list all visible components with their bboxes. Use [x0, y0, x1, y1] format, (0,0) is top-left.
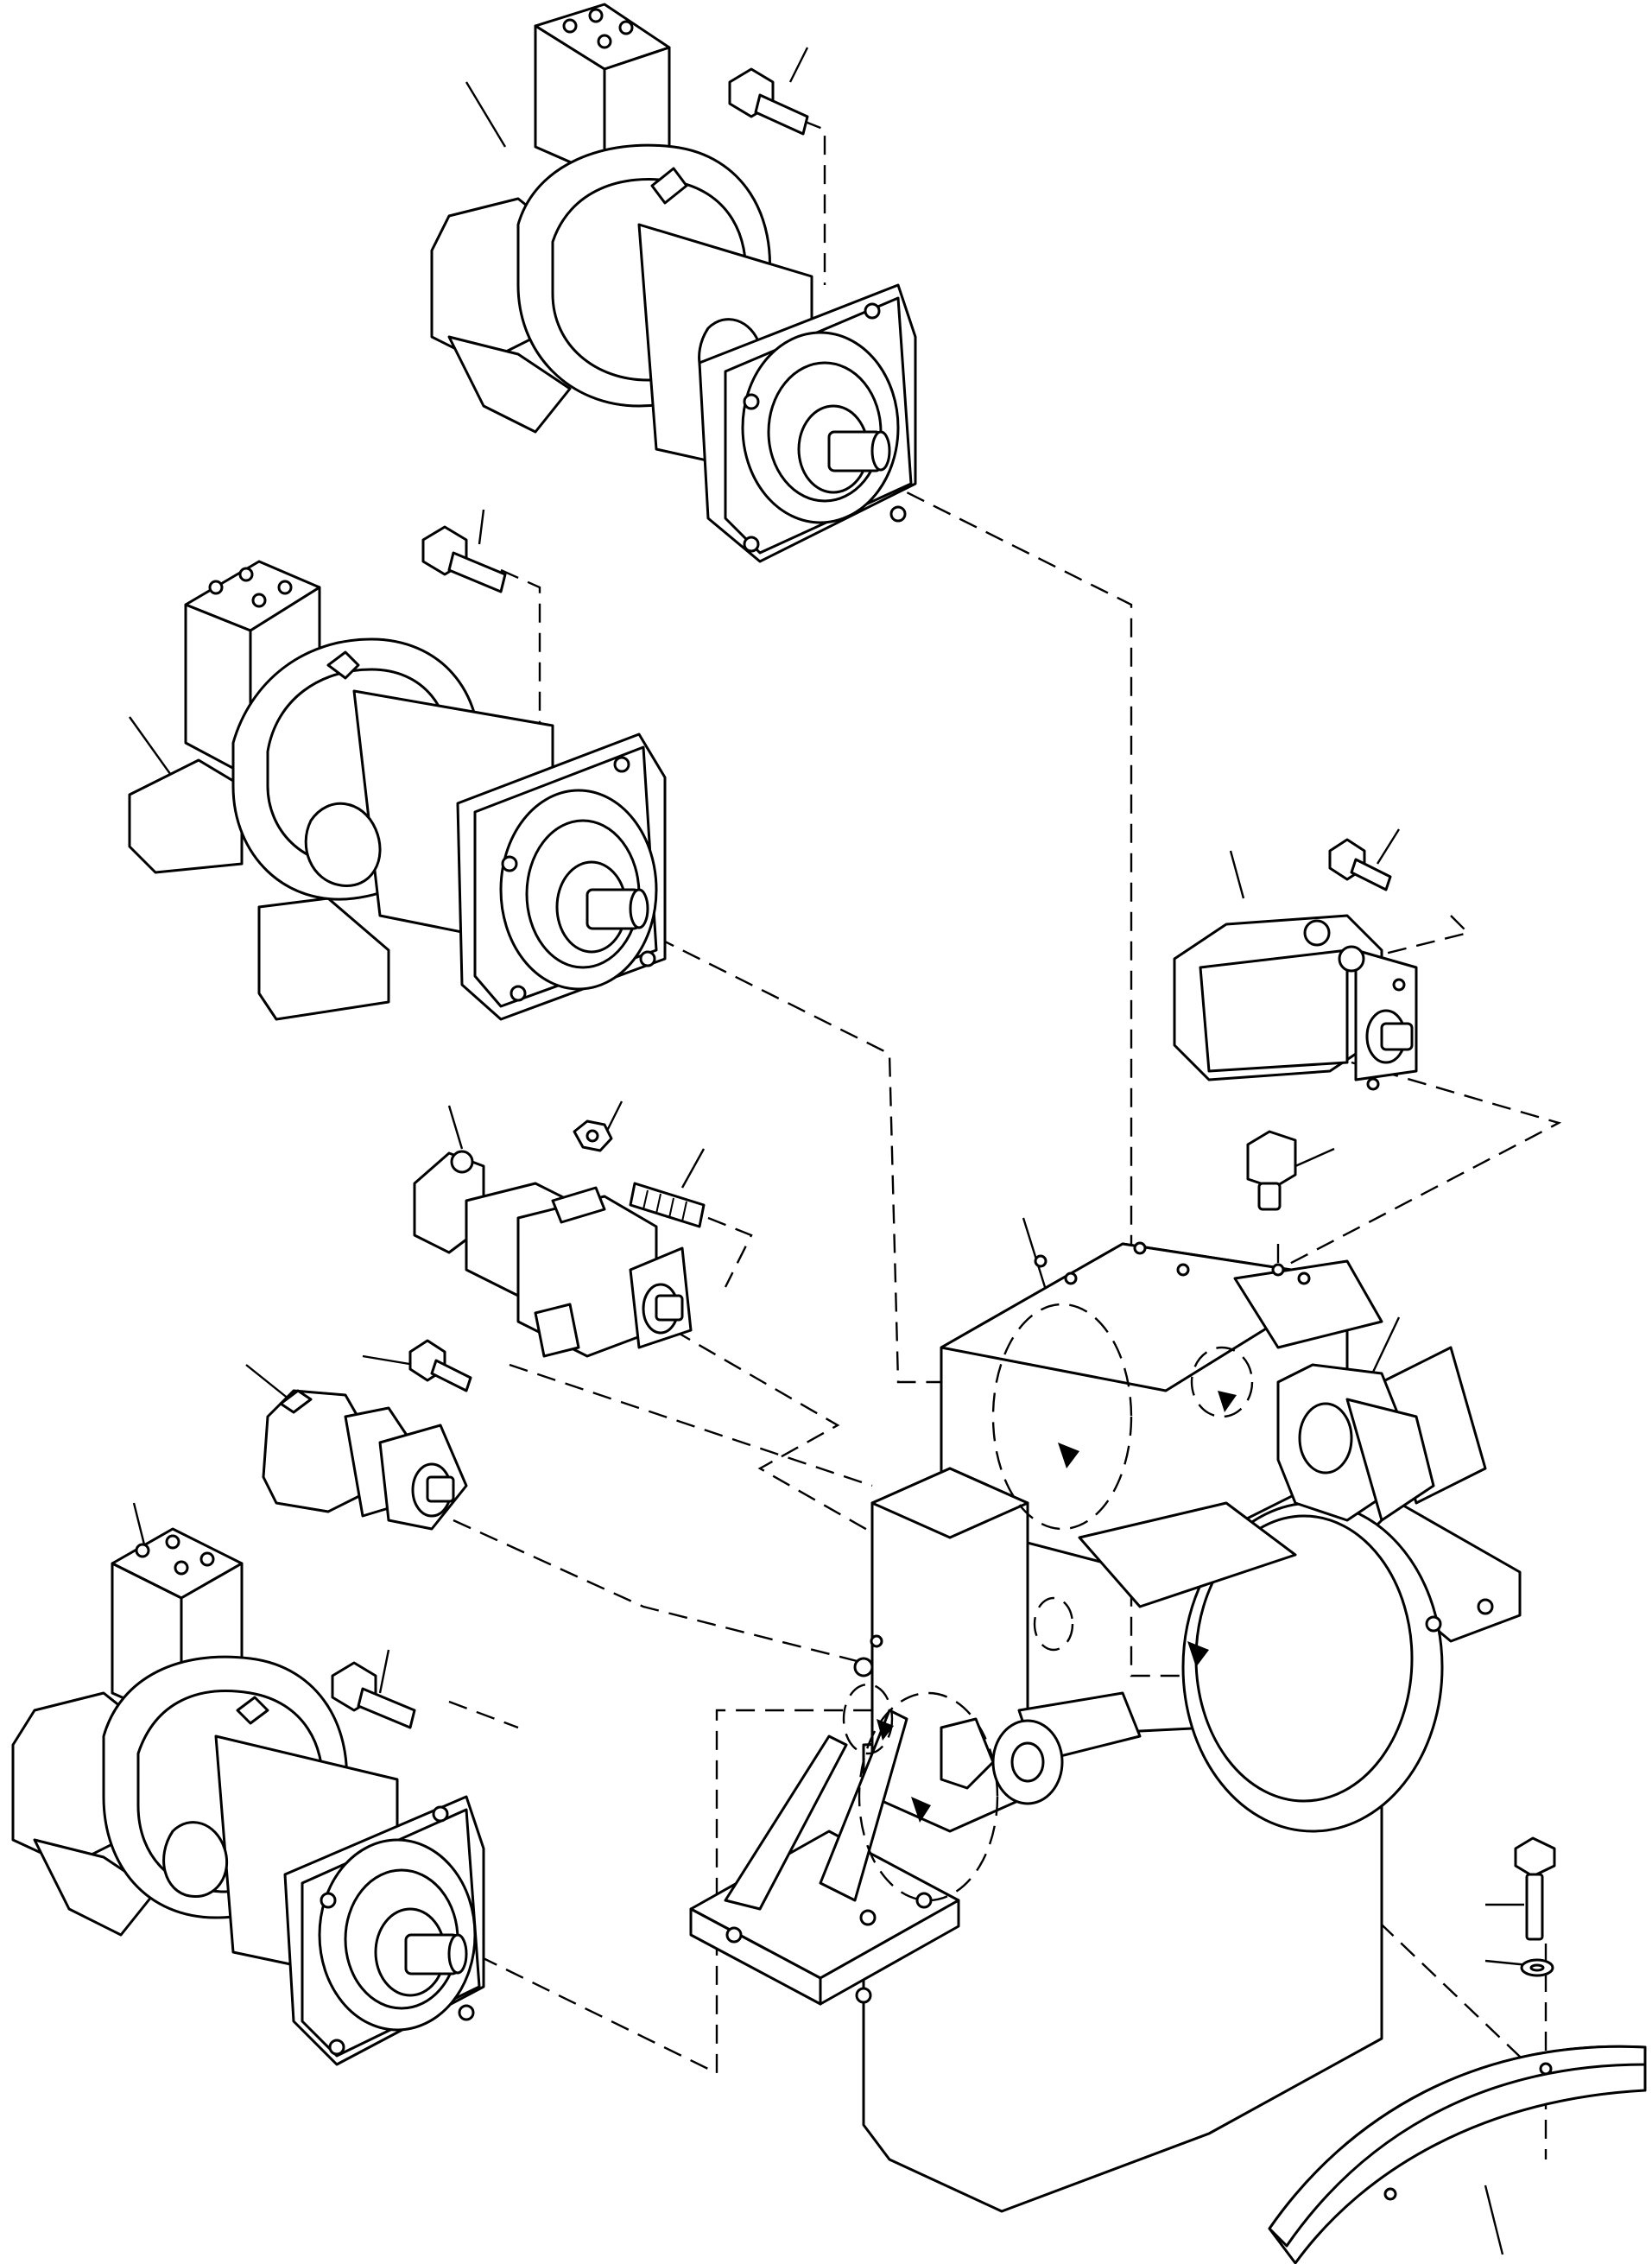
bolt-middle — [421, 525, 507, 593]
pump-middle — [128, 560, 667, 1021]
stud — [629, 1182, 706, 1228]
bolt-lower — [331, 1661, 416, 1729]
pump-drive-gearbox — [689, 1241, 1522, 2213]
ventilation-screen — [1268, 2045, 1647, 2264]
nut — [573, 1119, 613, 1152]
gear-pump-right — [1173, 914, 1418, 1091]
small-gear-pump — [262, 1389, 468, 1531]
bolt-right — [1328, 838, 1392, 891]
bolt-upper — [728, 67, 809, 136]
pump-upper — [430, 3, 917, 563]
breather — [1246, 1130, 1297, 1211]
bolt-screen — [1514, 1836, 1556, 1941]
leader-lines — [129, 47, 1529, 2255]
bolt-small — [408, 1339, 472, 1392]
tandem-gear-pump — [413, 1150, 693, 1358]
washer — [1520, 1958, 1554, 1977]
pump-lower — [11, 1527, 485, 2066]
